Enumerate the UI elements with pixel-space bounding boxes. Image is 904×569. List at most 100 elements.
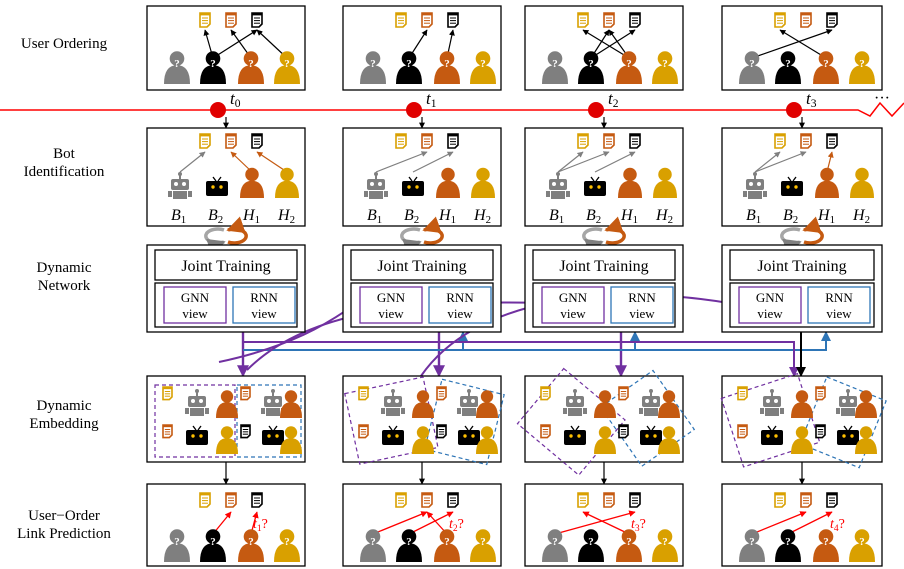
human-user-icon bbox=[618, 167, 642, 198]
joint-training-label: Joint Training bbox=[181, 258, 270, 275]
bot-edge bbox=[557, 151, 584, 173]
unknown-user-icon: ? bbox=[434, 529, 460, 562]
rnn-view-box bbox=[428, 286, 492, 324]
prediction-query-label: t1? bbox=[253, 517, 268, 534]
bot-label: H2 bbox=[655, 207, 673, 226]
human-user-icon bbox=[791, 426, 813, 454]
document-icon bbox=[800, 12, 812, 28]
document-icon bbox=[774, 12, 786, 28]
unknown-user-icon: ? bbox=[616, 529, 642, 562]
document-icon bbox=[618, 386, 629, 401]
robot-bot-icon bbox=[185, 389, 209, 416]
rnn-flow-line bbox=[439, 331, 468, 351]
document-icon bbox=[162, 386, 173, 401]
rnn-view-label: view bbox=[629, 306, 655, 321]
rnn-view-label: RNN bbox=[250, 290, 278, 305]
order-edge bbox=[590, 29, 636, 59]
svg-text:?: ? bbox=[174, 536, 180, 548]
document-icon bbox=[603, 133, 615, 149]
human-user-icon bbox=[436, 167, 460, 198]
time-step-label: t3 bbox=[806, 89, 817, 110]
svg-text:?: ? bbox=[174, 58, 180, 70]
tv-bot-icon bbox=[640, 425, 662, 445]
rnn-embedding-boundary bbox=[423, 378, 505, 466]
row-label-line: Link Prediction bbox=[17, 526, 111, 542]
document-icon bbox=[225, 492, 237, 508]
robot-bot-icon bbox=[457, 389, 481, 416]
human-user-icon bbox=[594, 426, 616, 454]
prediction-query-label: t2? bbox=[449, 517, 464, 534]
unknown-user-icon: ? bbox=[238, 529, 264, 562]
bot-label: B1 bbox=[367, 207, 382, 226]
human-user-icon bbox=[815, 167, 839, 198]
row-label-line: Network bbox=[38, 278, 91, 294]
document-icon bbox=[421, 12, 433, 28]
rnn-flow-bus bbox=[243, 331, 831, 351]
document-icon bbox=[815, 424, 826, 439]
row-label-line: Embedding bbox=[29, 416, 99, 432]
svg-text:?: ? bbox=[859, 536, 865, 548]
gnn-view-label: view bbox=[378, 306, 404, 321]
predicted-link-edge bbox=[554, 510, 636, 535]
human-user-icon bbox=[280, 426, 302, 454]
unknown-user-icon: ? bbox=[360, 529, 386, 562]
rnn-view-label: RNN bbox=[446, 290, 474, 305]
document-icon bbox=[358, 424, 369, 439]
tv-bot-icon bbox=[186, 425, 208, 445]
document-icon bbox=[826, 133, 838, 149]
joint-training-box bbox=[729, 249, 875, 281]
document-icon bbox=[774, 492, 786, 508]
timeline-node bbox=[786, 102, 802, 118]
human-user-icon bbox=[658, 390, 680, 418]
bot-label: H2 bbox=[852, 207, 870, 226]
bot-edge bbox=[375, 151, 428, 173]
rnn-embedding-cluster bbox=[423, 378, 505, 466]
bot-label: H2 bbox=[277, 207, 295, 226]
unknown-user-icon: ? bbox=[200, 51, 226, 84]
row-label-line: Dynamic bbox=[37, 398, 92, 414]
document-icon bbox=[199, 492, 211, 508]
svg-text:?: ? bbox=[480, 58, 486, 70]
cycle-icon-left bbox=[204, 227, 226, 256]
robot-bot-icon bbox=[563, 389, 587, 416]
unknown-user-icon: ? bbox=[578, 51, 604, 84]
tv-bot-icon bbox=[458, 425, 480, 445]
predicted-link-edge bbox=[372, 511, 428, 535]
unknown-user-icon: ? bbox=[434, 51, 460, 84]
row-label-line: Bot bbox=[53, 146, 76, 162]
gnn-view-label: view bbox=[757, 306, 783, 321]
document-icon bbox=[199, 133, 211, 149]
document-icon bbox=[737, 424, 748, 439]
unknown-user-icon: ? bbox=[775, 51, 801, 84]
unknown-user-icon: ? bbox=[578, 529, 604, 562]
order-edge bbox=[751, 28, 833, 59]
cycle-icon-right bbox=[226, 216, 248, 245]
timeline-ellipsis: ··· bbox=[874, 90, 890, 107]
document-icon bbox=[447, 492, 459, 508]
cycle-icon-right bbox=[422, 216, 444, 245]
document-icon bbox=[540, 424, 551, 439]
rnn-view-box bbox=[807, 286, 871, 324]
human-user-icon bbox=[594, 390, 616, 418]
gnn-flow-bus bbox=[243, 341, 799, 377]
human-user-icon bbox=[653, 167, 677, 198]
document-icon bbox=[436, 424, 447, 439]
predicted-link-edge bbox=[582, 511, 630, 535]
cycle-icon-left bbox=[582, 227, 604, 256]
rnn-embedding-boundary bbox=[799, 376, 887, 469]
gnn-view-box bbox=[541, 286, 605, 324]
robot-bot-icon bbox=[743, 172, 767, 199]
unknown-user-icon: ? bbox=[470, 529, 496, 562]
bot-label: B1 bbox=[549, 207, 564, 226]
human-user-icon bbox=[658, 426, 680, 454]
rnn-view-label: view bbox=[826, 306, 852, 321]
gnn-view-label: GNN bbox=[181, 290, 210, 305]
unknown-user-icon: ? bbox=[739, 51, 765, 84]
rnn-view-label: view bbox=[251, 306, 277, 321]
row-label-line: User−Order bbox=[28, 508, 100, 524]
human-user-icon bbox=[476, 426, 498, 454]
unknown-user-icon: ? bbox=[813, 51, 839, 84]
